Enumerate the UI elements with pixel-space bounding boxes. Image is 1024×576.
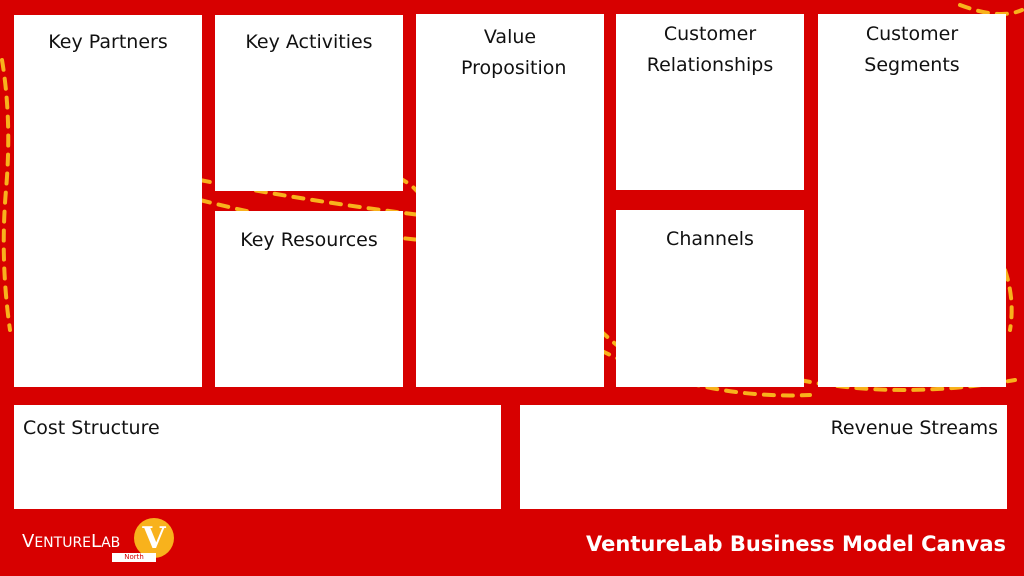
channels-panel[interactable]: Channels (616, 210, 804, 387)
key-activities-panel[interactable]: Key Activities (215, 15, 403, 191)
value-proposition-panel[interactable]: Value Proposition (416, 14, 604, 387)
logo-letter-v: V (22, 531, 35, 552)
logo-letters-enture: ENTURE (34, 535, 92, 551)
logo-wordmark: VENTURELAB (22, 531, 120, 552)
revenue-streams-panel[interactable]: Revenue Streams (520, 405, 1007, 509)
venturelab-logo: VENTURELAB V North (22, 518, 174, 564)
cost-structure-label: Cost Structure (23, 417, 160, 439)
key-partners-label: Key Partners (48, 31, 168, 53)
channels-label: Channels (666, 228, 754, 250)
canvas-title: VentureLab Business Model Canvas (586, 532, 1006, 556)
logo-badge-letter: V (142, 520, 166, 556)
customer-segments-label: Customer Segments (864, 23, 960, 76)
logo-letters-ab: AB (101, 535, 121, 551)
revenue-streams-label: Revenue Streams (830, 417, 998, 439)
key-partners-panel[interactable]: Key Partners (14, 15, 202, 387)
key-resources-panel[interactable]: Key Resources (215, 211, 403, 387)
logo-letter-l: L (91, 531, 102, 552)
logo-region-tag: North (112, 553, 156, 562)
cost-structure-panel[interactable]: Cost Structure (14, 405, 501, 509)
key-activities-label: Key Activities (245, 31, 373, 53)
customer-relationships-panel[interactable]: Customer Relationships (616, 14, 804, 190)
customer-segments-panel[interactable]: Customer Segments (818, 14, 1006, 387)
value-proposition-label: Value Proposition (461, 26, 567, 79)
key-resources-label: Key Resources (240, 229, 378, 251)
venturelab-v-logo-icon: V (134, 518, 174, 558)
customer-relationships-label: Customer Relationships (646, 23, 774, 76)
